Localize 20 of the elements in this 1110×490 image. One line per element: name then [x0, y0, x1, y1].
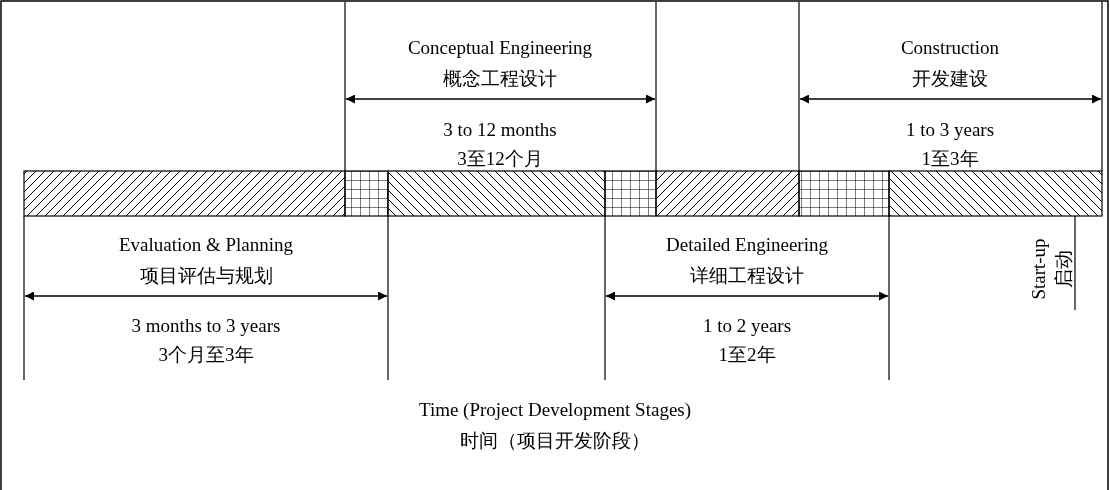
stage-label: 启动 — [1053, 250, 1073, 288]
duration-label: 3 to 12 months — [443, 119, 557, 139]
axis-caption: 时间（项目开发阶段） — [460, 430, 650, 450]
stage-label: 概念工程设计 — [443, 68, 557, 88]
duration-label: 1 to 2 years — [702, 315, 792, 335]
stage-label: Conceptual Engineering — [407, 37, 593, 57]
duration-label: 3 months to 3 years — [131, 315, 281, 335]
duration-label: 3至12个月 — [457, 148, 543, 168]
duration-label: 1 to 3 years — [905, 119, 995, 139]
stage-label: 项目评估与规划 — [139, 265, 273, 285]
stage-label: Detailed Engineering — [666, 234, 828, 254]
stage-label: Construction — [900, 37, 1000, 57]
axis-caption: Time (Project Development Stages) — [418, 399, 692, 419]
duration-label: 1至3年 — [921, 148, 979, 168]
stage-label: 详细工程设计 — [690, 265, 804, 285]
stage-label: Start-up — [1028, 238, 1048, 300]
duration-label: 3个月至3年 — [158, 344, 254, 364]
duration-label: 1至2年 — [718, 344, 776, 364]
stage-label: 开发建设 — [912, 68, 988, 88]
stage-label: Evaluation & Planning — [118, 234, 294, 254]
